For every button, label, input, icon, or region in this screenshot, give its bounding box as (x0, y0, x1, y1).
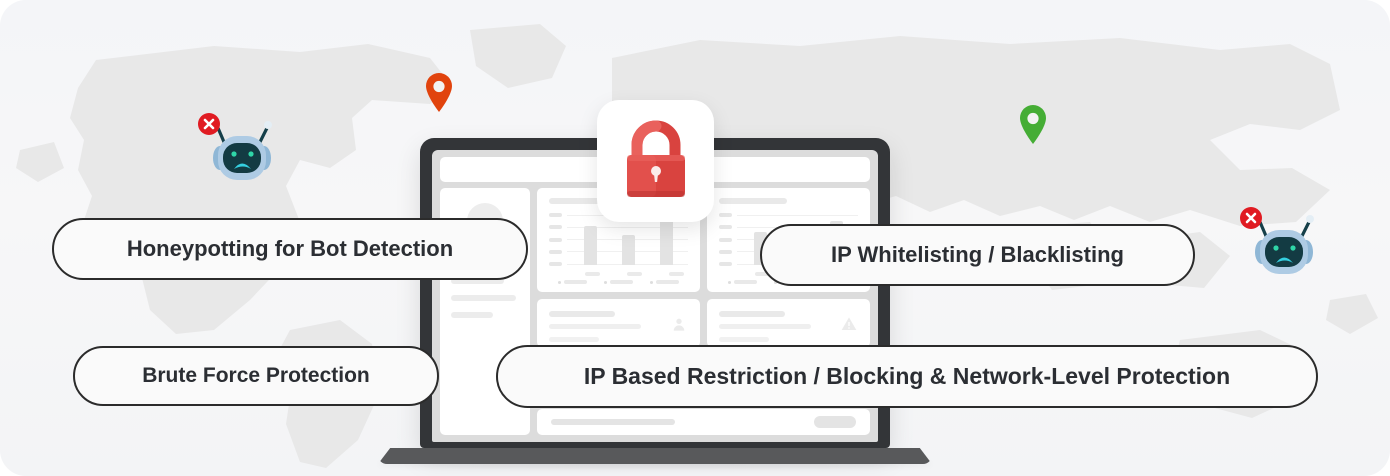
info-text-placeholder (549, 337, 599, 343)
feature-pill-label: IP Based Restriction / Blocking & Networ… (583, 363, 1231, 389)
bot-eye-left (231, 151, 237, 157)
bot-eye-right (1290, 245, 1296, 251)
legend-dot-icon (603, 280, 607, 284)
legend-item (650, 280, 680, 285)
feature-pill-label: IP Whitelisting / Blacklisting (831, 242, 1124, 267)
card-title-placeholder (549, 198, 617, 204)
legend-item (557, 280, 587, 285)
map-pin-icon (1020, 105, 1046, 144)
feature-pill-label: Brute Force Protection (142, 364, 370, 387)
y-axis-tick (719, 237, 732, 242)
feature-pill-honeypotting[interactable]: Honeypotting for Bot Detection (52, 218, 528, 280)
bot-antennae (1258, 215, 1314, 238)
legend-dot-icon (650, 280, 654, 284)
bot-antennae (216, 121, 272, 144)
map-pin-icon (426, 73, 452, 112)
legend-label (733, 280, 757, 285)
info-card-right[interactable] (707, 299, 870, 348)
x-axis-label (669, 272, 685, 277)
x-mark-badge (198, 113, 220, 135)
feature-pill-ip-based-restriction[interactable]: IP Based Restriction / Blocking & Networ… (496, 345, 1318, 408)
y-axis-tick (549, 213, 562, 217)
laptop-shadow (378, 461, 932, 467)
sidebar-item[interactable] (451, 295, 516, 301)
bar (660, 218, 674, 266)
legend-item (603, 280, 633, 285)
footer-text-placeholder (551, 419, 675, 425)
y-axis-tick (719, 213, 732, 217)
bot-mouth-frown (234, 163, 251, 169)
x-mark-badge (1240, 207, 1262, 229)
bot-mouth-frown (1276, 257, 1293, 263)
legend-item (727, 280, 757, 285)
padlock-icon (626, 120, 685, 197)
bar (621, 235, 635, 266)
lock-badge-card (597, 100, 714, 222)
info-text-placeholder (549, 324, 641, 330)
x-axis-label (626, 272, 642, 277)
dashboard-footer (537, 409, 870, 435)
info-text-placeholder (719, 324, 811, 330)
gridline (567, 226, 688, 228)
y-axis-tick (549, 249, 562, 254)
legend-label (656, 280, 680, 285)
y-axis-tick (549, 262, 562, 267)
gridline (737, 214, 858, 216)
chart-legend (549, 280, 688, 285)
y-axis-tick (549, 225, 562, 230)
footer-action-button[interactable] (814, 416, 856, 428)
y-axis-tick (549, 237, 562, 242)
blocked-bot-icon (198, 113, 272, 180)
legend-dot-icon (727, 280, 731, 284)
legend-dot-icon (557, 280, 561, 284)
bot-eye-left (1273, 245, 1279, 251)
card-title-placeholder (719, 198, 787, 204)
info-card-left[interactable] (537, 299, 700, 348)
legend-label (563, 280, 587, 285)
feature-pill-brute-force[interactable]: Brute Force Protection (73, 346, 439, 406)
y-axis-tick (719, 225, 732, 230)
x-axis-label (754, 272, 770, 277)
info-card-row (537, 299, 870, 348)
x-axis-label (584, 272, 600, 277)
bar (583, 225, 597, 266)
feature-pill-label: Honeypotting for Bot Detection (126, 236, 454, 261)
y-axis-tick (719, 249, 732, 254)
chart-bars (571, 212, 686, 266)
x-axis-labels (571, 272, 698, 277)
sidebar-item[interactable] (451, 278, 505, 284)
feature-pill-ip-whitelisting[interactable]: IP Whitelisting / Blacklisting (760, 224, 1195, 286)
bot-face (1265, 237, 1303, 267)
warning-triangle-icon (841, 317, 857, 331)
blocked-bot-icon (1240, 207, 1314, 274)
bot-eye-right (248, 151, 254, 157)
info-title-placeholder (719, 311, 785, 318)
legend-label (609, 280, 633, 285)
sidebar-item[interactable] (451, 312, 494, 318)
info-text-placeholder (719, 337, 769, 343)
bot-face (223, 143, 261, 173)
laptop-base (378, 448, 932, 464)
y-axis-tick (719, 262, 732, 267)
user-icon (673, 318, 685, 331)
info-title-placeholder (549, 311, 615, 318)
